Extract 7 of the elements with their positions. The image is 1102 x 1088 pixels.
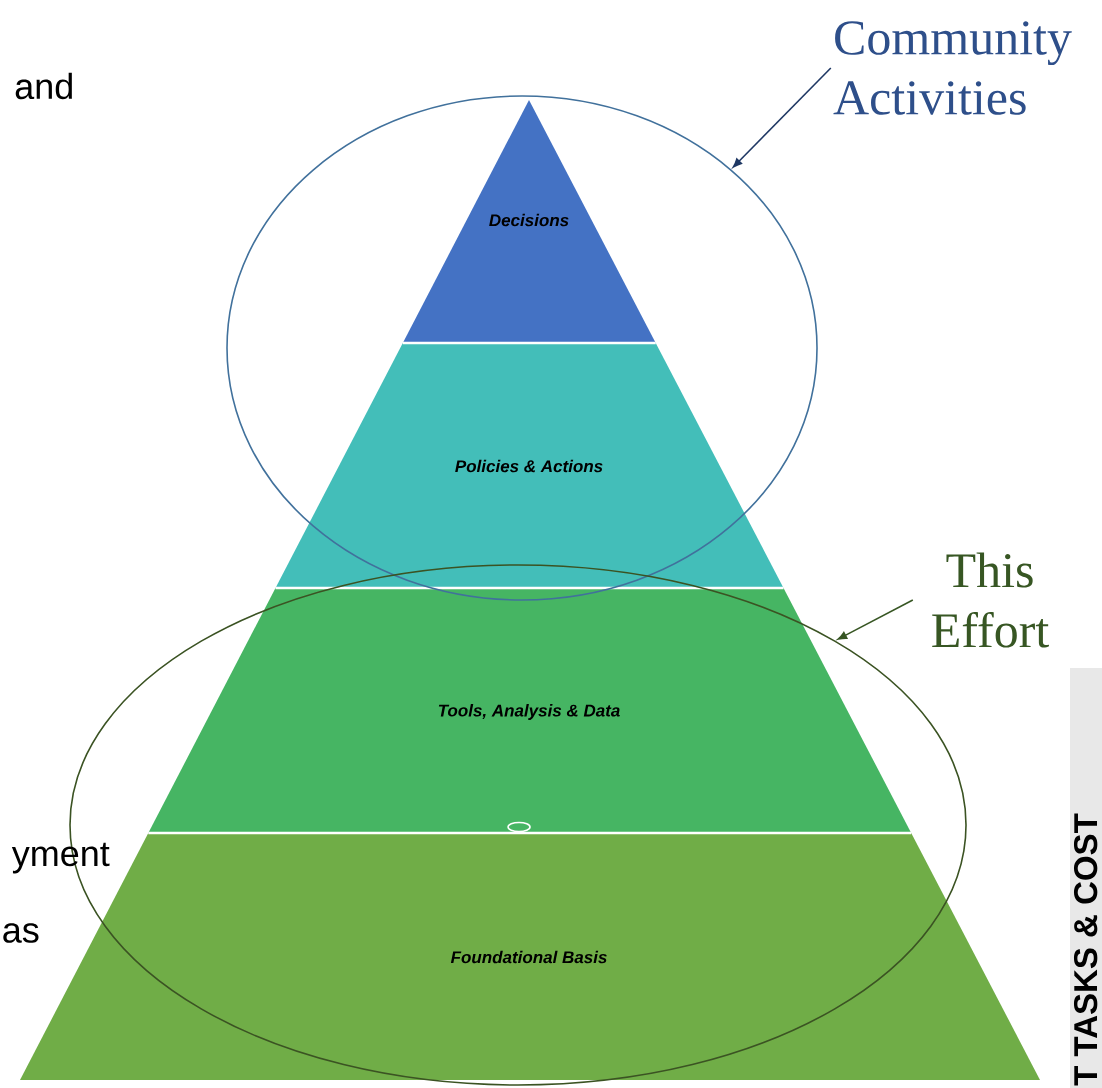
callout-text: Community Activities [833,21,1072,115]
side-tab: T TASKS & COST [1070,668,1102,1088]
arrow [732,67,832,168]
ellipse-outline [226,95,818,601]
cut-off-text: and [15,72,72,100]
callout-text: This Effort [932,552,1049,648]
arrow [837,599,914,640]
